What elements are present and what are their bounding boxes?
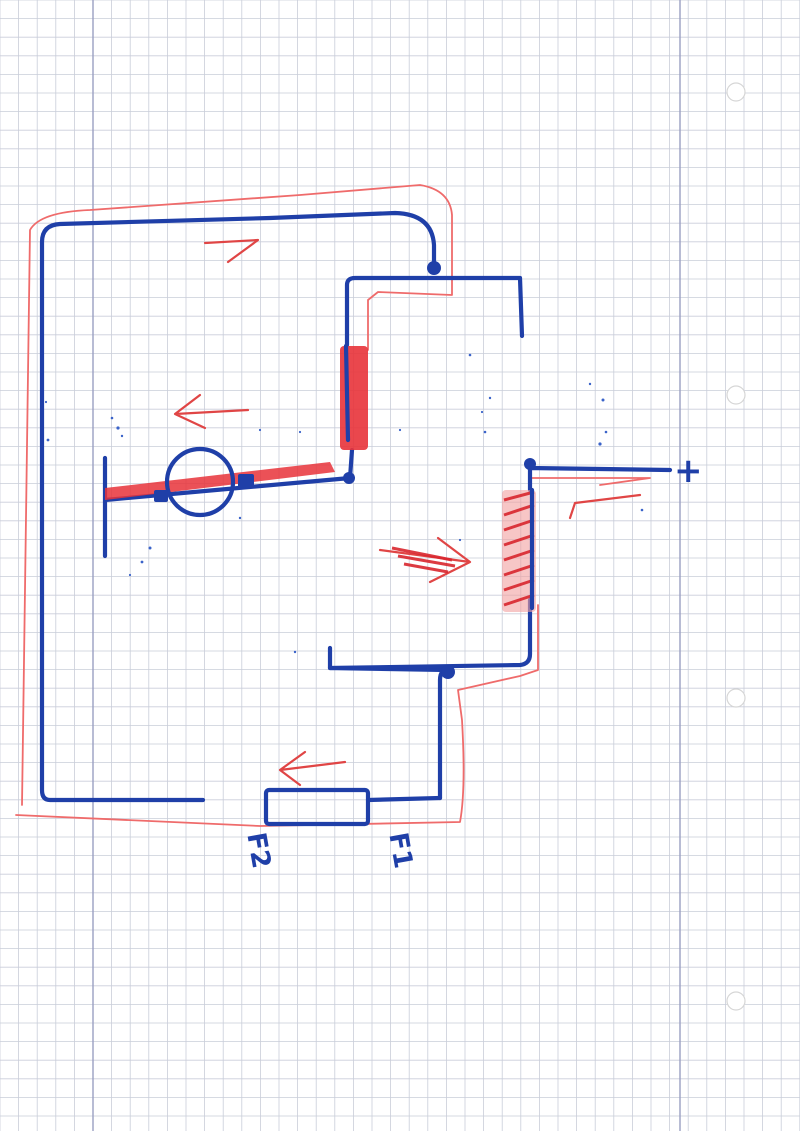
wire-top-bracket (344, 275, 525, 348)
field-winding-lower (502, 490, 536, 612)
wire-left-loop (39, 210, 437, 803)
wire-resistor-right (365, 795, 443, 803)
current-arrow-top (203, 238, 260, 264)
punch-hole-3 (726, 688, 746, 708)
current-arrow-middle (378, 536, 472, 584)
motor-brush-right (238, 474, 254, 488)
field-winding-upper-edge (343, 343, 351, 443)
motor-brush-left (154, 490, 168, 502)
junction-top (427, 261, 441, 275)
wire-bottom-bracket (327, 597, 533, 671)
punch-hole-4 (726, 991, 746, 1011)
red-current-path-lower (15, 604, 539, 827)
field-winding-upper (340, 346, 368, 450)
junction-motor (343, 472, 355, 484)
red-current-path-outer (21, 184, 453, 806)
label-f1: F1 (382, 830, 418, 871)
junction-bottom (441, 665, 455, 679)
current-arrow-motor (173, 393, 250, 430)
wire-outer-left (327, 645, 451, 801)
motor-symbol (164, 446, 236, 518)
resistor (263, 787, 371, 827)
ink-speckles (44, 353, 644, 654)
label-f2: F2 (240, 830, 276, 871)
junction-right (524, 458, 536, 470)
red-current-path-right (529, 477, 651, 486)
punch-hole-1 (726, 82, 746, 102)
current-arrow-right (568, 493, 642, 520)
current-arrow-bottom (278, 750, 347, 787)
label-plus: + (674, 451, 703, 491)
punch-hole-2 (726, 385, 746, 405)
